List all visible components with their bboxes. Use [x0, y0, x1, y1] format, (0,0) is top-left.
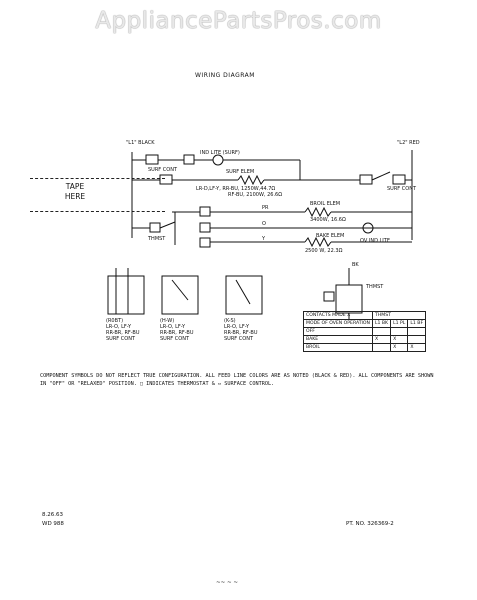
bk-label: BK [352, 262, 359, 268]
l1-label: "L1" BLACK [126, 140, 155, 146]
bottom-mark: ~~ ~ ~ [216, 580, 238, 586]
surf-elem-spec1: LR-D,LF-Y, RR-BU, 1250W,44.7Ω [196, 186, 276, 192]
thmst-terminal-l1 [149, 222, 161, 233]
surf-cont-left-label: SURF CONT [148, 167, 177, 173]
broil-elem-label: BROIL ELEM [310, 201, 341, 207]
component-note: COMPONENT SYMBOLS DO NOT REFLECT TRUE CO… [40, 373, 434, 387]
diagram-title: WIRING DIAGRAM [195, 72, 255, 79]
thmst-terminal-pl [199, 222, 211, 233]
pr-label: PR [262, 205, 269, 211]
broil-elem-resistor [304, 206, 332, 218]
ind-lite-label: IND LITE (SURF) [200, 150, 240, 156]
thmst-label: THMST [148, 236, 166, 242]
bake-elem-resistor [304, 236, 332, 248]
switch-1-box [107, 275, 145, 315]
thmst-right-box [335, 284, 363, 314]
surf-cont-right-label: SURF CONT [387, 186, 416, 192]
oven-lite-icon [362, 222, 374, 234]
o-label: O [262, 221, 266, 227]
switch-3-box [225, 275, 263, 315]
bake-elem-label: BAKE ELEM [316, 233, 345, 239]
surf-cont-terminal-p [183, 154, 195, 165]
y-label: Y [262, 236, 266, 242]
l2-label: "L2" RED [397, 140, 420, 146]
date-label: 8.26.63 [42, 512, 63, 518]
surf-elem-spec2: RF-BU, 2100W, 26.6Ω [228, 192, 283, 198]
wd-label: WD 988 [42, 521, 64, 527]
tape-label: TAPE HERE [64, 182, 86, 201]
surf-cont-terminal-h2 [359, 174, 373, 185]
surf-cont-terminal-l2 [392, 174, 406, 185]
broil-spec-label: 3400W, 16.6Ω [310, 217, 346, 223]
watermark: AppliancePartsPros.com [95, 8, 382, 34]
ov-ind-lite-label: OV IND LITE [360, 238, 390, 244]
part-number: PT. NO. 326369-2 [346, 521, 394, 527]
switch-2-box [161, 275, 199, 315]
surf-elem-resistor [237, 174, 265, 186]
ind-lite-icon [212, 154, 224, 166]
bake-spec-label: 2500 W, 22.3Ω [305, 248, 343, 254]
thmst-terminal-bf [199, 237, 211, 248]
surf-cont-terminal-h1 [159, 174, 173, 185]
surf-cont-terminal-l1 [145, 154, 159, 165]
surf-elem-label: SURF ELEM [226, 169, 255, 175]
thmst-right-label: THMST [366, 284, 384, 290]
thmst-terminal-bk [199, 206, 211, 217]
tape-area [30, 178, 165, 212]
